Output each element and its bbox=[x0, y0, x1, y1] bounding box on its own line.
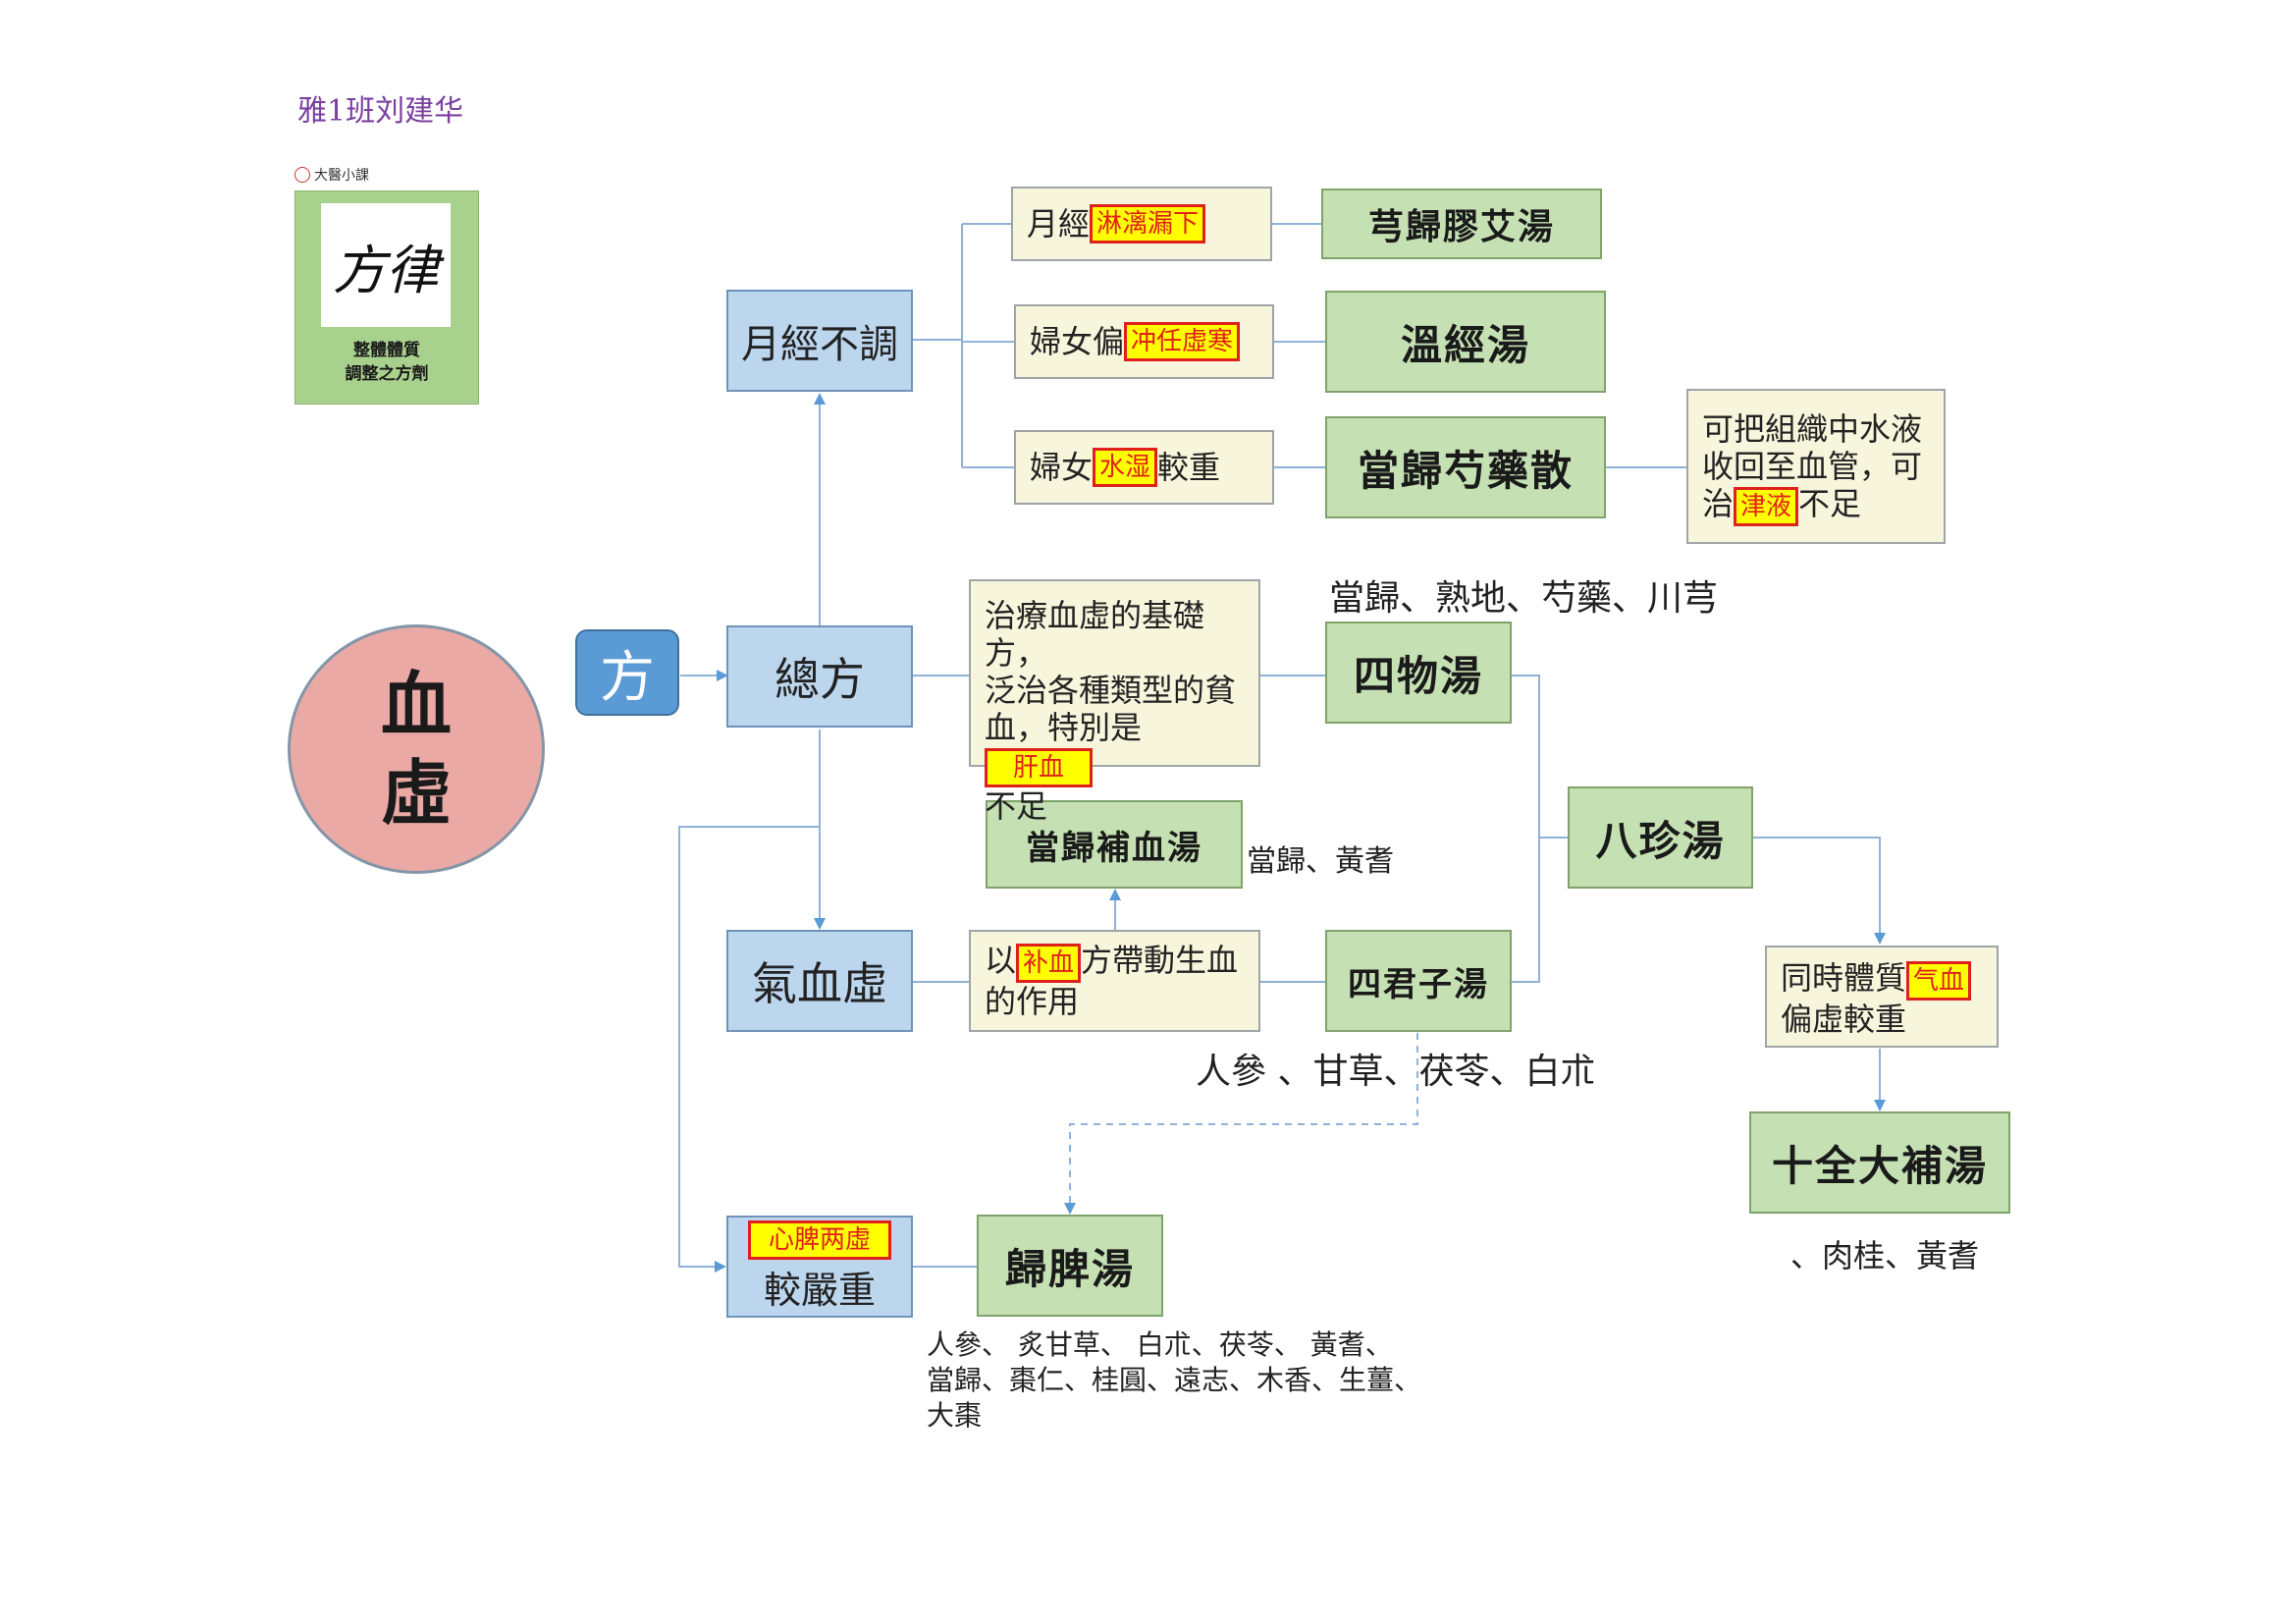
formula-ba-zhen: 八珍湯 bbox=[1568, 786, 1753, 889]
note-si-wu-highlight: 肝血 bbox=[985, 748, 1094, 787]
note-ti-zhi: 同時體質气血 偏虛較重 bbox=[1765, 946, 1999, 1048]
condition-3-highlight: 水湿 bbox=[1093, 448, 1158, 487]
condition-1-highlight: 淋漓漏下 bbox=[1090, 204, 1206, 244]
note-fluid-line-1: 可把組織中水液 bbox=[1702, 410, 1923, 448]
formula-si-wu: 四物湯 bbox=[1325, 622, 1512, 724]
ingredients-gui-pi-2: 當歸、棗仁、桂圓、遠志、木香、生薑、 bbox=[927, 1364, 1422, 1396]
author-label: 雅1班刘建华 bbox=[297, 94, 464, 129]
category-qi-blood: 氣血虛 bbox=[726, 930, 913, 1032]
condition-2-prefix: 婦女偏 bbox=[1030, 323, 1125, 360]
note-si-wu-line-4: 不足 bbox=[985, 787, 1048, 825]
condition-2-highlight: 冲任虛寒 bbox=[1124, 322, 1241, 361]
main-topic-circle: 血 虛 bbox=[288, 624, 545, 874]
note-si-wu: 治療血虛的基礎方， 泛治各種類型的貧 血，特別是肝血 不足 bbox=[969, 579, 1260, 825]
ingredients-dang-gui-bu-xue: 當歸、黃耆 bbox=[1247, 844, 1394, 879]
note-bu-xue: 以补血方帶動生血 的作用 bbox=[969, 930, 1260, 1032]
ingredients-gui-pi: 人參、 炙甘草、 白朮、茯苓、 黃耆、 當歸、棗仁、桂圓、遠志、木香、生薑、 大… bbox=[927, 1327, 1421, 1434]
condition-box-1: 月經淋漓漏下 bbox=[1011, 187, 1272, 261]
ingredients-shi-quan: 、肉桂、黃耆 bbox=[1790, 1237, 1980, 1274]
ingredients-si-jun-zi: 人參 、甘草、茯苓、白朮 bbox=[1196, 1052, 1596, 1092]
note-si-wu-line-2: 泛治各種類型的貧 bbox=[985, 672, 1237, 709]
ingredients-gui-pi-3: 大棗 bbox=[927, 1399, 983, 1432]
ingredients-si-wu: 當歸、熟地、芍藥、川芎 bbox=[1329, 578, 1719, 619]
heart-spleen-tail: 較嚴重 bbox=[763, 1268, 876, 1312]
formula-gui-pi: 歸脾湯 bbox=[977, 1215, 1163, 1317]
category-menstrual: 月經不調 bbox=[726, 290, 913, 392]
logo-caption-1: 整體體質 bbox=[353, 341, 420, 360]
note-bu-xue-c: 的作用 bbox=[985, 983, 1080, 1020]
heart-spleen-highlight: 心脾两虛 bbox=[747, 1219, 891, 1260]
formula-dang-gui-bu-xue: 當歸補血湯 bbox=[986, 800, 1243, 889]
formula-shi-quan-da-bu: 十全大補湯 bbox=[1749, 1111, 2010, 1214]
formula-wen-jing: 溫經湯 bbox=[1325, 291, 1606, 393]
note-bu-xue-a: 以 bbox=[985, 942, 1017, 979]
logo: 大醫小課 方律 整體體質 調整之方劑 bbox=[294, 165, 481, 405]
note-fluid-highlight: 津液 bbox=[1734, 487, 1799, 526]
condition-3-suffix: 較重 bbox=[1157, 449, 1221, 486]
main-char-2: 虛 bbox=[380, 751, 452, 835]
ingredients-gui-pi-1: 人參、 炙甘草、 白朮、茯苓、 黃耆、 bbox=[927, 1328, 1393, 1361]
condition-box-3: 婦女水湿較重 bbox=[1014, 430, 1274, 505]
note-fluid: 可把組織中水液 收回至血管，可 治津液不足 bbox=[1686, 389, 1946, 544]
note-ti-zhi-highlight: 气血 bbox=[1906, 961, 1972, 1001]
main-char-1: 血 bbox=[380, 663, 452, 746]
seal-icon bbox=[294, 167, 310, 183]
note-fluid-line-3a: 治 bbox=[1702, 485, 1735, 522]
logo-brand: 大醫小課 bbox=[314, 168, 369, 184]
arrow-general-to-heart-spleen bbox=[678, 826, 820, 1272]
note-bu-xue-highlight: 补血 bbox=[1016, 944, 1082, 983]
note-ti-zhi-b: 偏虛較重 bbox=[1781, 1001, 1907, 1038]
condition-box-2: 婦女偏冲任虛寒 bbox=[1014, 304, 1274, 379]
note-ti-zhi-a: 同時體質 bbox=[1781, 959, 1907, 997]
note-bu-xue-b: 方帶動生血 bbox=[1081, 942, 1239, 979]
arrow-bazhen-to-note bbox=[1753, 837, 1886, 945]
note-fluid-line-3b: 不足 bbox=[1798, 485, 1862, 522]
formula-si-jun-zi: 四君子湯 bbox=[1325, 930, 1512, 1032]
formula-dang-gui-shao-yao: 當歸芍藥散 bbox=[1325, 416, 1606, 518]
note-fluid-line-2: 收回至血管，可 bbox=[1702, 448, 1923, 485]
category-heart-spleen: 心脾两虛 較嚴重 bbox=[726, 1216, 913, 1318]
condition-3-prefix: 婦女 bbox=[1030, 449, 1094, 486]
condition-1-prefix: 月經 bbox=[1027, 205, 1091, 243]
fang-badge: 方 bbox=[575, 629, 679, 716]
logo-calligraphy: 方律 bbox=[321, 203, 451, 327]
logo-caption-2: 調整之方劑 bbox=[345, 364, 429, 384]
formula-xiong-gui-jiao-ai: 芎歸膠艾湯 bbox=[1321, 189, 1602, 259]
note-si-wu-line-3a: 血，特別是 bbox=[985, 709, 1143, 746]
category-general: 總方 bbox=[726, 625, 913, 728]
note-si-wu-line-1: 治療血虛的基礎方， bbox=[985, 597, 1205, 672]
